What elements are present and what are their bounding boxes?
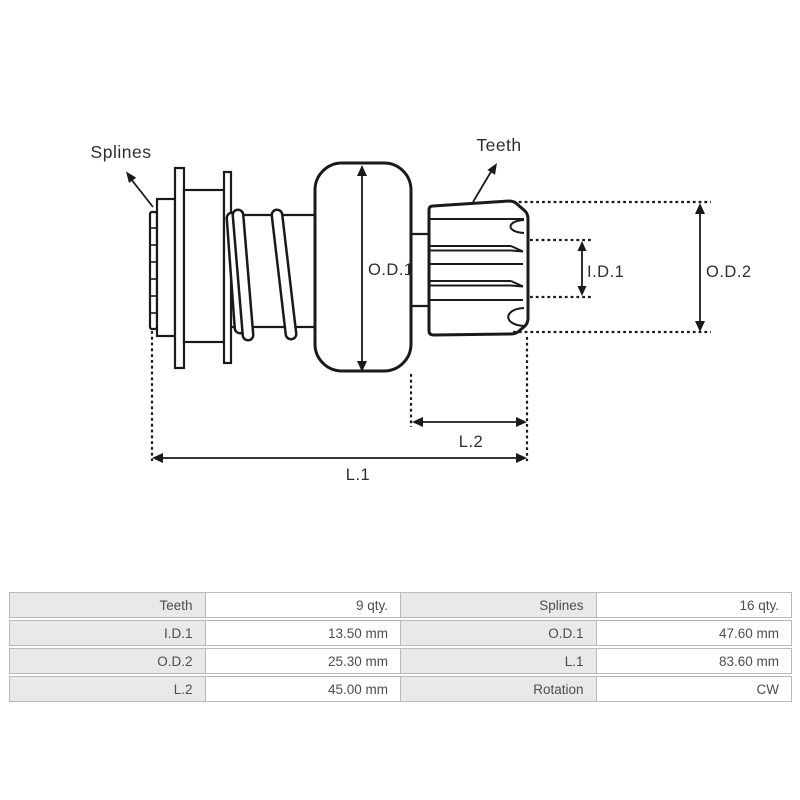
dimension-od1: O.D.1 — [357, 165, 414, 372]
l1-label: L.1 — [346, 466, 370, 484]
dimension-l2: L.2 — [412, 417, 527, 451]
pinion-neck — [411, 232, 429, 308]
spec-value-l1: 83.60 mm — [595, 648, 792, 674]
dimension-l1: L.1 — [152, 453, 527, 484]
spring-hub — [182, 188, 226, 344]
spec-value-id1: 13.50 mm — [204, 620, 401, 646]
spec-value-rotation: CW — [595, 676, 792, 702]
l2-label: L.2 — [459, 433, 483, 451]
spec-label-od1: O.D.1 — [400, 620, 597, 646]
spec-row-4: L.2 45.00 mm Rotation CW — [9, 676, 792, 702]
stop-collar — [155, 197, 177, 338]
teeth-leader-arrow — [472, 163, 497, 203]
meshing-spring — [225, 208, 298, 342]
spec-label-od2: O.D.2 — [9, 648, 206, 674]
splines-label: Splines — [91, 142, 152, 162]
gear-teeth-lines — [430, 218, 525, 327]
spec-label-rotation: Rotation — [400, 676, 597, 702]
spec-row-1: Teeth 9 qty. Splines 16 qty. — [9, 592, 792, 618]
spec-table: Teeth 9 qty. Splines 16 qty. I.D.1 13.50… — [9, 592, 792, 704]
spec-label-l1: L.1 — [400, 648, 597, 674]
spec-value-od1: 47.60 mm — [595, 620, 792, 646]
od2-label: O.D.2 — [706, 263, 752, 281]
extension-lines — [150, 200, 711, 461]
dimension-id1: I.D.1 — [577, 241, 624, 296]
spec-row-2: I.D.1 13.50 mm O.D.1 47.60 mm — [9, 620, 792, 646]
spline-hatching — [150, 227, 157, 314]
spec-label-id1: I.D.1 — [9, 620, 206, 646]
spec-value-teeth: 9 qty. — [204, 592, 401, 618]
technical-drawing: Splines Teeth — [91, 135, 752, 484]
spec-label-splines: Splines — [400, 592, 597, 618]
retainer-flange-left — [173, 166, 186, 370]
spec-row-3: O.D.2 25.30 mm L.1 83.60 mm — [9, 648, 792, 674]
splined-shaft-end — [148, 166, 233, 370]
spec-value-splines: 16 qty. — [595, 592, 792, 618]
spec-label-l2: L.2 — [9, 676, 206, 702]
pinion-outline — [427, 199, 530, 337]
spec-value-od2: 25.30 mm — [204, 648, 401, 674]
splines-leader-arrow — [126, 171, 154, 208]
dimension-od2: O.D.2 — [695, 203, 752, 332]
id1-label: I.D.1 — [587, 263, 624, 281]
clutch-housing — [313, 161, 413, 373]
pinion-gear — [427, 199, 530, 337]
spec-label-teeth: Teeth — [9, 592, 206, 618]
teeth-label: Teeth — [476, 135, 521, 155]
spec-value-l2: 45.00 mm — [204, 676, 401, 702]
od1-label: O.D.1 — [368, 261, 414, 279]
